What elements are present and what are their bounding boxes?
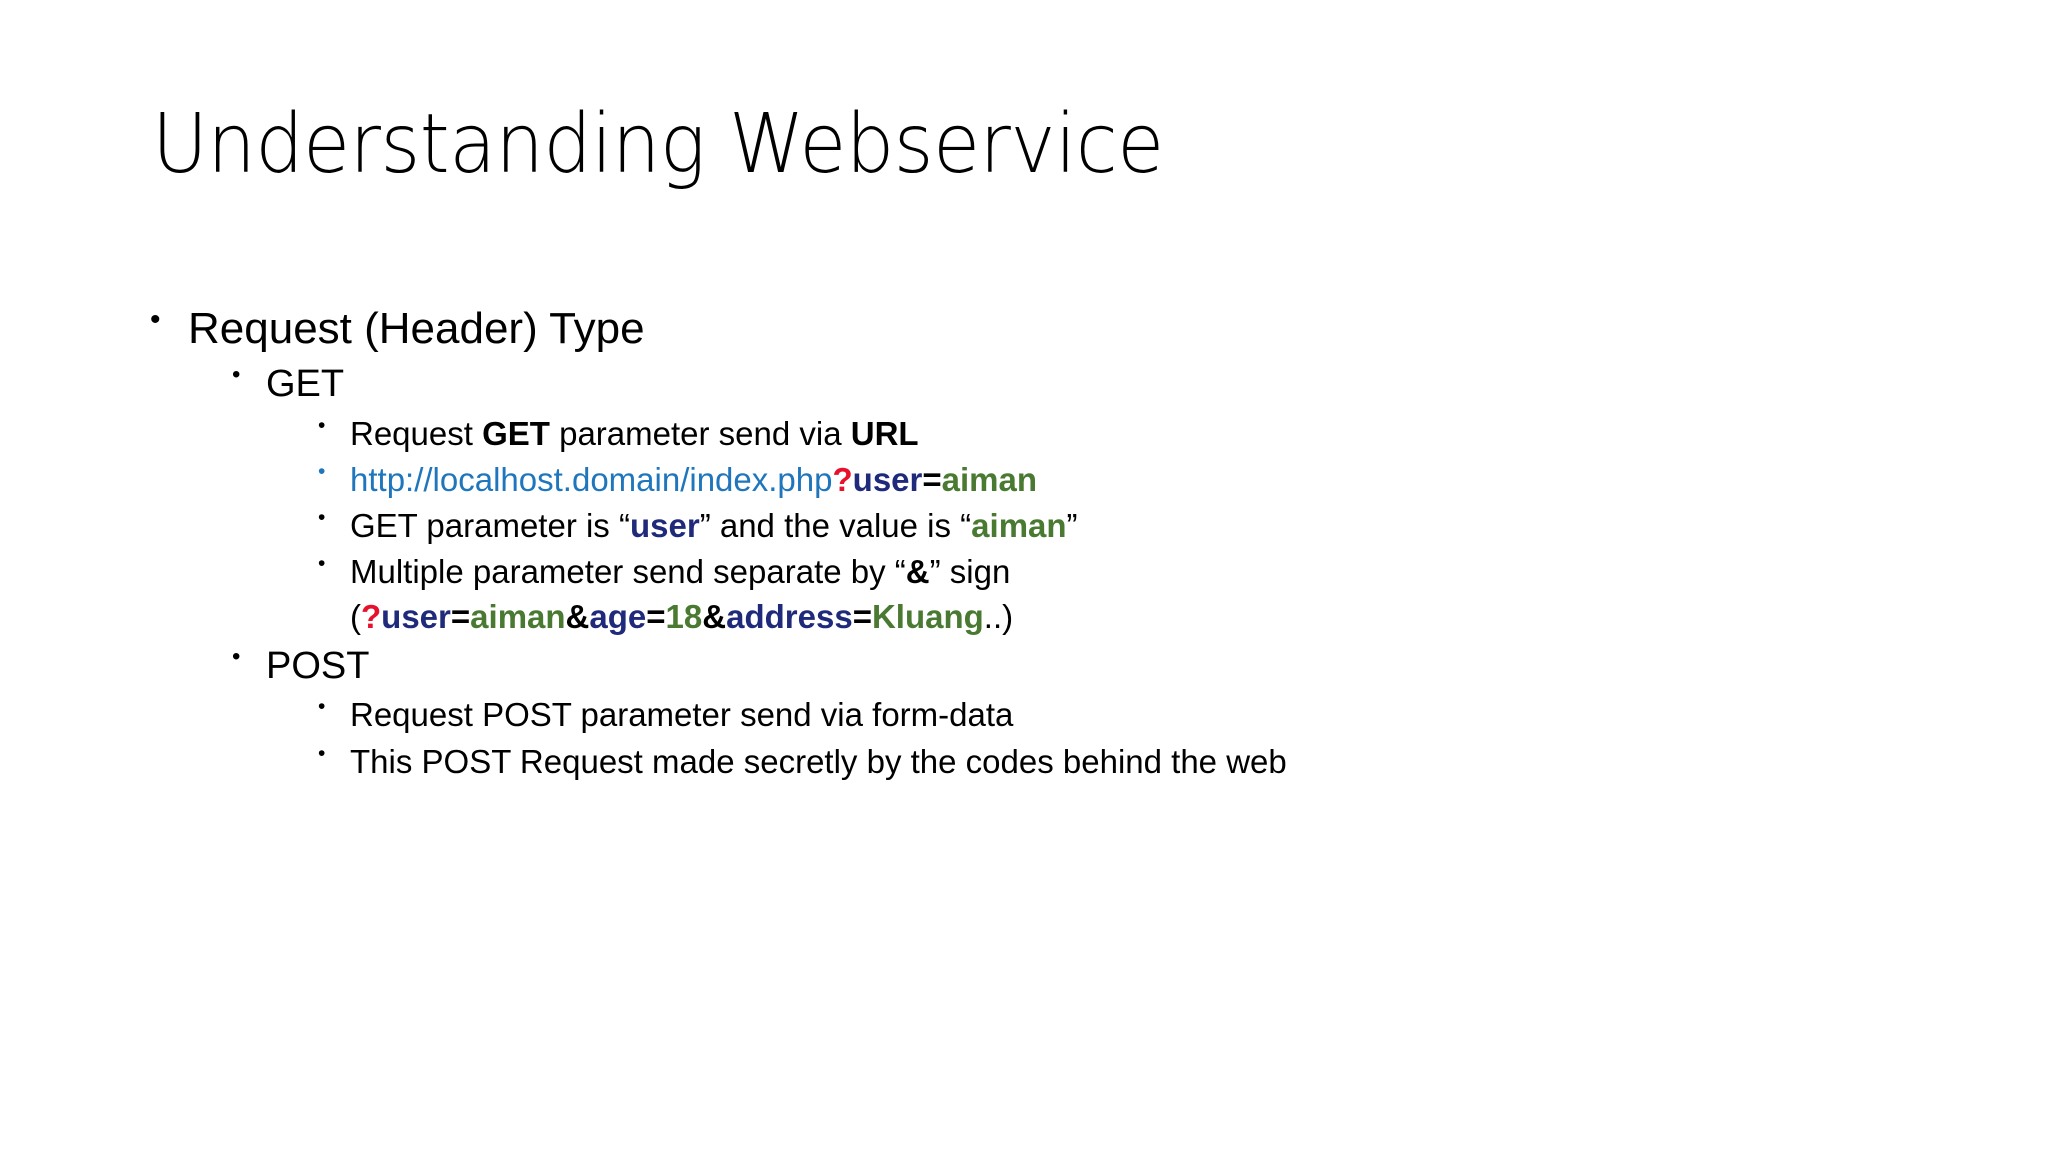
outline-item-label: POST [266, 644, 370, 687]
bullet-icon: • [318, 552, 326, 576]
outline-item-request-header-type: • Request (Header) Type [150, 300, 1950, 357]
param-key-age: age [589, 597, 647, 635]
close-paren: ..) [983, 597, 1014, 635]
url-param-key: user [852, 460, 923, 498]
multiple-params-example: (?user=aiman&age=18&address=Kluang..) [350, 595, 1950, 639]
example-url-link[interactable]: http://localhost.domain/index.php?user=a… [350, 458, 1950, 502]
outline-item-label: Request GET parameter send via URL [350, 412, 1950, 456]
ampersand-1: & [565, 597, 590, 635]
text-fragment: parameter send via [549, 414, 851, 452]
text-fragment: ” and the value is “ [699, 507, 972, 545]
bullet-icon: • [232, 361, 241, 389]
param-value-18: 18 [665, 597, 703, 635]
equals-1: = [450, 597, 471, 635]
text-fragment: Request [350, 414, 483, 452]
equals-3: = [852, 597, 872, 635]
slide-body: • Request (Header) Type • GET • Request … [150, 300, 1950, 786]
url-question-mark: ? [832, 460, 853, 498]
query-question-mark: ? [361, 597, 382, 635]
multiple-params-sentence: Multiple parameter send separate by “&” … [350, 550, 1950, 594]
outline-item-label: Multiple parameter send separate by “&” … [350, 550, 1950, 638]
outline-item-get: • GET [232, 359, 1950, 410]
bullet-icon: • [150, 303, 161, 336]
outline-item-get-via-url: • Request GET parameter send via URL [318, 412, 1950, 456]
bullet-icon: • [318, 459, 326, 483]
param-key-highlight: user [629, 507, 700, 545]
outline-item-param-explain: • GET parameter is “user” and the value … [318, 504, 1950, 548]
bullet-icon: • [318, 413, 326, 437]
open-paren: ( [350, 597, 361, 635]
bullet-icon: • [318, 695, 326, 719]
page-title: Understanding Webservice [152, 97, 1164, 192]
param-key-address: address [726, 597, 853, 635]
text-fragment: ” sign [929, 553, 1011, 591]
outline-item-label: Request (Header) Type [188, 304, 645, 353]
url-base: http://localhost.domain/index.php [350, 460, 833, 498]
param-value-kluang: Kluang [871, 597, 984, 635]
outline-item-multiple-params: • Multiple parameter send separate by “&… [318, 550, 1950, 638]
param-value-highlight: aiman [971, 507, 1067, 545]
param-value-aiman: aiman [470, 597, 566, 635]
text-fragment: GET parameter is “ [350, 507, 630, 545]
equals-2: = [646, 597, 666, 635]
outline-item-label: Request POST parameter send via form-dat… [350, 696, 1014, 734]
param-key-user: user [381, 597, 451, 635]
ampersand-highlight: & [905, 553, 930, 591]
outline-item-label: GET [266, 363, 345, 406]
outline-item-example-url[interactable]: • http://localhost.domain/index.php?user… [318, 458, 1950, 502]
outline-item-post: • POST [232, 641, 1950, 692]
text-fragment-bold-get: GET [482, 414, 550, 452]
bullet-icon: • [318, 741, 326, 765]
outline-item-label: This POST Request made secretly by the c… [350, 742, 1287, 780]
text-fragment: Multiple parameter send separate by “ [350, 553, 906, 591]
text-fragment-bold-url: URL [850, 414, 919, 452]
bullet-icon: • [232, 642, 241, 670]
text-fragment: ” [1066, 507, 1078, 545]
url-param-value: aiman [941, 460, 1038, 498]
bullet-icon: • [318, 506, 326, 530]
outline-item-post-form-data: • Request POST parameter send via form-d… [318, 693, 1950, 737]
ampersand-2: & [702, 597, 727, 635]
outline-item-post-secret: • This POST Request made secretly by the… [318, 740, 1950, 784]
url-equals: = [922, 460, 942, 498]
outline-item-label: GET parameter is “user” and the value is… [350, 504, 1950, 548]
